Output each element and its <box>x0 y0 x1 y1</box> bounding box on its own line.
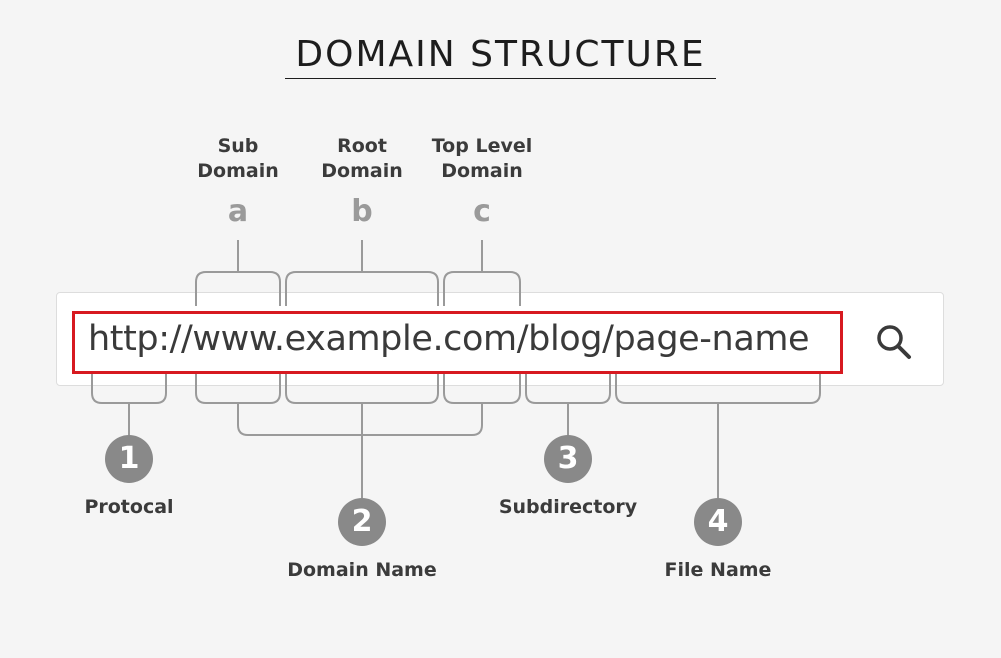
subdirectory-label: Subdirectory <box>498 496 638 518</box>
top-level-domain-label-line1: Top Level <box>431 135 533 157</box>
url-text[interactable]: http://www.example.com/blog/page-name <box>88 319 810 359</box>
bracket-top-subdomain <box>195 271 281 306</box>
root-domain-label: Root Domain <box>302 134 422 184</box>
url-bar[interactable] <box>56 292 944 386</box>
number-2-circle: 2 <box>338 498 386 546</box>
top-level-domain-label-line2: Domain <box>441 160 523 182</box>
protocol-label: Protocal <box>84 496 174 518</box>
bracket-bottom-subdomain <box>195 372 281 404</box>
root-domain-label-line1: Root <box>337 135 387 157</box>
bracket-bottom-protocol <box>91 372 167 404</box>
bracket-top-rootdomain <box>285 271 439 306</box>
bracket-domain-name <box>237 403 483 436</box>
sub-domain-label: Sub Domain <box>178 134 298 184</box>
file-name-label: File Name <box>664 559 772 581</box>
bracket-bottom-filename <box>615 372 821 404</box>
bracket-bottom-tld <box>443 372 521 404</box>
domain-name-label: Domain Name <box>287 559 437 581</box>
sub-domain-label-line2: Domain <box>197 160 279 182</box>
bracket-top-tld <box>443 271 521 306</box>
search-icon[interactable] <box>872 320 916 364</box>
bracket-bottom-rootdomain <box>285 372 439 404</box>
number-1-circle: 1 <box>105 435 153 483</box>
diagram-title-text: DOMAIN STRUCTURE <box>285 34 716 79</box>
letter-a: a <box>227 194 249 229</box>
top-level-domain-label: Top Level Domain <box>418 134 546 184</box>
sub-domain-label-line1: Sub <box>217 135 259 157</box>
number-3-circle: 3 <box>544 435 592 483</box>
root-domain-label-line2: Domain <box>321 160 403 182</box>
number-4-circle: 4 <box>694 498 742 546</box>
letter-c: c <box>473 194 491 229</box>
url-highlight-frame <box>72 311 843 374</box>
bracket-bottom-subdirectory <box>525 372 611 404</box>
letter-b: b <box>351 194 373 229</box>
diagram-title: DOMAIN STRUCTURE <box>0 34 1001 79</box>
